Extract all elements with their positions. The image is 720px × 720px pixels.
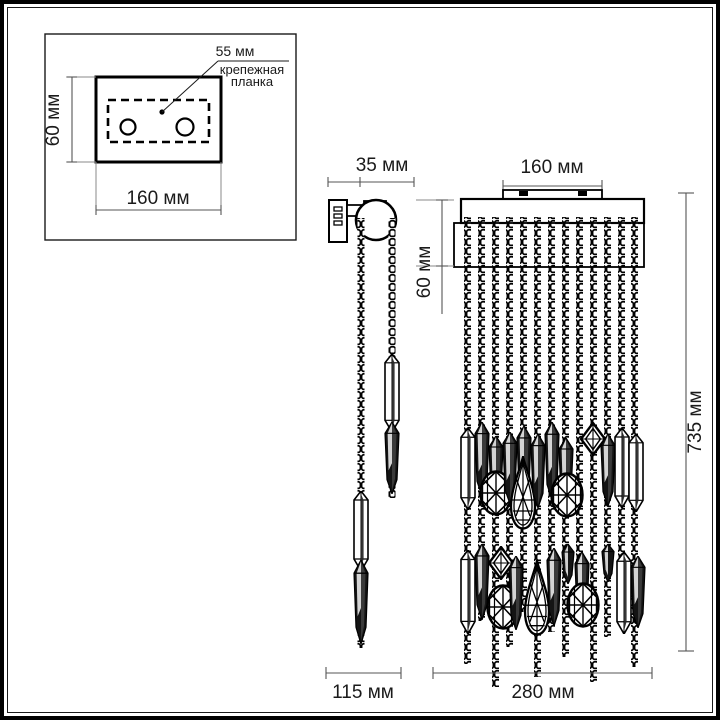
sheet-inner-border — [7, 7, 713, 713]
inset-callout-note-line2: планка — [231, 74, 274, 89]
inset-height-label: 60 мм — [43, 94, 64, 147]
front-chain — [604, 217, 611, 637]
front-crystal-prism — [614, 428, 630, 508]
side-depth-dimension — [327, 177, 415, 187]
front-bottom-width-label: 280 мм — [511, 682, 574, 703]
side-bottom-label: 115 мм — [332, 682, 394, 703]
front-crystal-prism — [628, 434, 644, 512]
front-crystal-prism — [460, 428, 476, 510]
front-crystal-teardrop — [523, 560, 551, 636]
front-crystal-prism — [460, 550, 476, 634]
inset-width-dimension — [95, 162, 222, 215]
front-canopy-height-dimension — [416, 199, 454, 314]
front-chain — [520, 217, 527, 612]
side-chain-left — [357, 218, 365, 648]
side-crystal-prism-right — [384, 354, 400, 432]
callout-leader-55mm — [159, 60, 289, 115]
front-canopy-band — [453, 222, 645, 268]
front-crystal-spear — [601, 544, 615, 582]
inset-callout-note-line1: крепежная — [220, 62, 284, 77]
technical-drawing-canvas: 55 мм крепежная планка 60 мм 160 мм — [43, 33, 706, 703]
front-chain — [562, 217, 569, 657]
inset-frame — [44, 33, 297, 241]
front-bottom-width-dimension — [432, 667, 653, 679]
side-crystal-prism-left — [353, 491, 369, 571]
bracket-dashed-outline — [106, 98, 211, 144]
side-bottom-dimension — [325, 667, 402, 679]
front-top-width-label: 160 мм — [520, 157, 583, 178]
front-elevation-view: 160 мм — [414, 157, 706, 703]
side-crystal-drop-left — [353, 560, 369, 644]
front-total-height-dimension — [678, 192, 694, 652]
front-chain — [576, 217, 583, 617]
front-chain — [618, 217, 625, 607]
front-crystal-drop — [600, 434, 616, 506]
inset-width-label: 160 мм — [126, 188, 189, 209]
front-crystal-cluster-lower — [460, 544, 646, 636]
front-chain — [478, 217, 485, 621]
side-crystal-drop-right — [384, 422, 400, 494]
front-crystal-prism — [616, 552, 632, 634]
screw-hole-right — [175, 117, 195, 137]
side-ring — [354, 198, 398, 242]
side-elevation-view: 35 мм — [325, 155, 415, 703]
front-crystal-oval — [566, 582, 600, 628]
inset-height-dimension — [66, 76, 96, 163]
mounting-plate-outline — [94, 75, 223, 164]
front-crystal-oval — [550, 472, 584, 518]
side-depth-label: 35 мм — [356, 155, 409, 176]
front-canopy-height-label: 60 мм — [414, 246, 435, 299]
front-total-height-label: 735 мм — [685, 390, 706, 453]
screw-hole-left — [119, 118, 137, 136]
inset-callout-value: 55 мм — [216, 43, 255, 59]
mounting-plate-inset: 55 мм крепежная планка 60 мм 160 мм — [43, 33, 297, 241]
